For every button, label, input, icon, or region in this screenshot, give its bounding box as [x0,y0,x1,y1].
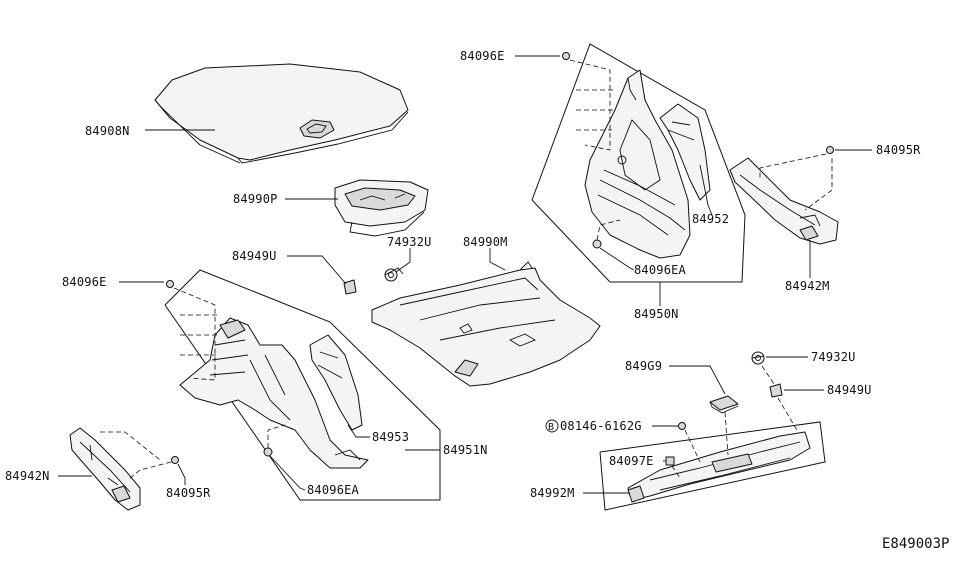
label-84096EA-left: 84096EA [307,483,360,497]
dash-84949U-right [777,397,799,433]
label-84950N: 84950N [634,307,679,321]
label-84095R-right: 84095R [876,143,921,157]
clip-84949U-right [769,383,783,398]
panel-trim-84952 [659,103,711,201]
bracket-849G9 [709,395,739,414]
label-74932U-left: 74932U [387,235,432,249]
leader-84990M [489,248,506,271]
leader-84096EA-right [599,247,635,271]
label-849G9: 849G9 [625,359,662,373]
leader-74932U-left [395,248,411,273]
clip-84949U-left [343,279,357,295]
label-84952: 84952 [692,212,729,226]
label-84096EA-right: 84096EA [634,263,687,277]
dash-84096E-left-a [173,287,216,381]
label-08146-6162G: 08146-6162G [560,419,642,433]
luggage-board-84908N [154,63,409,164]
label-84942M: 84942M [785,279,830,293]
bracket-84950N [531,43,746,283]
clip-84097E [665,456,675,466]
label-84990M: 84990M [463,235,508,249]
side-panel-left [179,317,369,469]
label-74932U-right: 74932U [811,350,856,364]
leader-84953 [347,424,370,438]
dash-84095R-left-b [100,431,161,461]
rear-floor-84990M [371,261,601,387]
label-84096E-top: 84096E [460,49,505,63]
garnish-84992M [627,431,811,503]
grommet-74932U-left [384,267,404,282]
dash-84095R-right-b [804,158,833,211]
label-84992M: 84992M [530,486,575,500]
label-84949U-left: 84949U [232,249,277,263]
dash-84095R-left-a [127,461,172,481]
label-84942N: 84942N [5,469,50,483]
bolt-symbol-letter: B [548,422,554,433]
bolt-08146-6162G [678,422,686,430]
clip-84096E-top [562,52,570,60]
label-84953: 84953 [372,430,409,444]
clip-84096EA-left [263,447,273,457]
dash-84096EA-left [267,424,286,448]
label-84908N: 84908N [85,124,130,138]
leader-84096EA-left [269,455,306,491]
bolt-symbol-circle [545,419,559,433]
grommet-74932U-right [751,351,765,365]
leader-84949U-left [287,255,347,285]
bracket-84942M [729,157,839,245]
label-84095R-left: 84095R [166,486,211,500]
tray-84990P [334,179,429,237]
clip-84095R-left [171,456,179,464]
leader-84095R-left [177,463,186,485]
label-84949U-right: 84949U [827,383,872,397]
clip-84095R-right [826,146,834,154]
label-84096E-left: 84096E [62,275,107,289]
diagram-reference-code: E849003P [882,536,949,552]
clip-84096EA-right [592,239,602,249]
side-panel-right [584,69,691,259]
panel-trim-84953 [309,334,363,431]
label-84990P: 84990P [233,192,278,206]
bracket-84942N [69,427,141,511]
dash-84097E [671,465,681,479]
bracket-84992M-group [599,421,826,511]
leader-84952 [699,164,713,216]
leader-849G9 [669,365,726,395]
label-84097E: 84097E [609,454,654,468]
clip-84096E-left [166,280,174,288]
bracket-84951N [164,269,441,501]
dash-84095R-right-a [759,153,827,178]
label-84951N: 84951N [443,443,488,457]
dash-849G9 [724,411,729,456]
dash-74932U-right [761,365,775,385]
dash-08146-6162G [684,429,701,463]
